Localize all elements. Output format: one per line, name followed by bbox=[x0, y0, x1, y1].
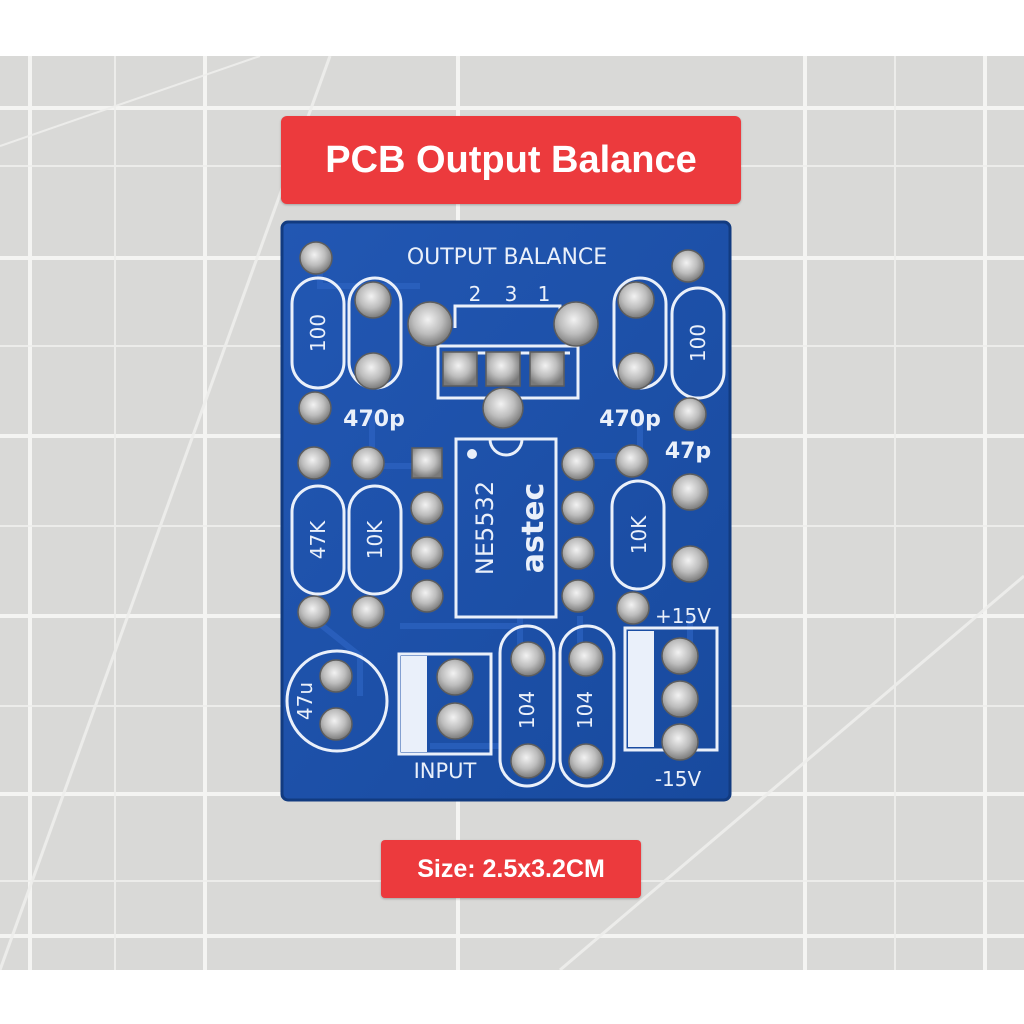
pin-label-2: 2 bbox=[469, 282, 482, 306]
label-47p: 47p bbox=[665, 439, 711, 464]
label-10k-left: 10K bbox=[363, 520, 387, 559]
label-100-left: 100 bbox=[306, 314, 330, 352]
ic-part-label: NE5532 bbox=[471, 481, 499, 575]
label-470p-right: 470p bbox=[599, 407, 661, 432]
label-10k-right: 10K bbox=[627, 515, 651, 554]
input-label: INPUT bbox=[414, 759, 477, 783]
pcb-header-label: OUTPUT BALANCE bbox=[407, 245, 607, 270]
pin-label-1: 1 bbox=[538, 282, 551, 306]
label-104-left: 104 bbox=[515, 691, 539, 729]
plus-15v-label: +15V bbox=[655, 604, 711, 628]
pcb-pads bbox=[297, 241, 709, 779]
ic-pin1-dot bbox=[467, 449, 477, 459]
pin-label-3: 3 bbox=[505, 282, 518, 306]
label-47u: 47u bbox=[293, 682, 317, 720]
product-photo: OUTPUT BALANCE 2 3 1 100 100 470p 470p 4… bbox=[0, 56, 1024, 970]
label-470p-left: 470p bbox=[343, 407, 405, 432]
product-title-banner: PCB Output Balance bbox=[281, 116, 741, 204]
size-banner: Size: 2.5x3.2CM bbox=[381, 840, 641, 898]
pcb-photo-svg: OUTPUT BALANCE 2 3 1 100 100 470p 470p 4… bbox=[0, 56, 1024, 970]
pcb-board bbox=[280, 220, 732, 802]
minus-15v-label: -15V bbox=[655, 767, 702, 791]
label-47k: 47K bbox=[306, 520, 330, 559]
label-104-right: 104 bbox=[573, 691, 597, 729]
brand-label: astec bbox=[516, 483, 551, 574]
label-100-right: 100 bbox=[686, 324, 710, 362]
